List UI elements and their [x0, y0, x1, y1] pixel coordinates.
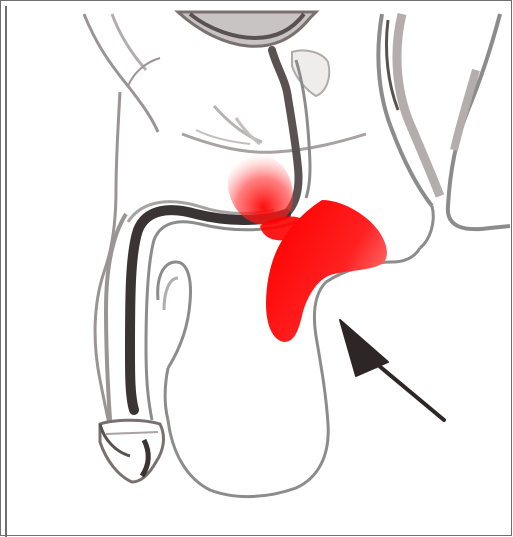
illustration-frame [0, 0, 513, 537]
anatomy-illustration [0, 0, 513, 537]
frame-border [1, 1, 512, 536]
